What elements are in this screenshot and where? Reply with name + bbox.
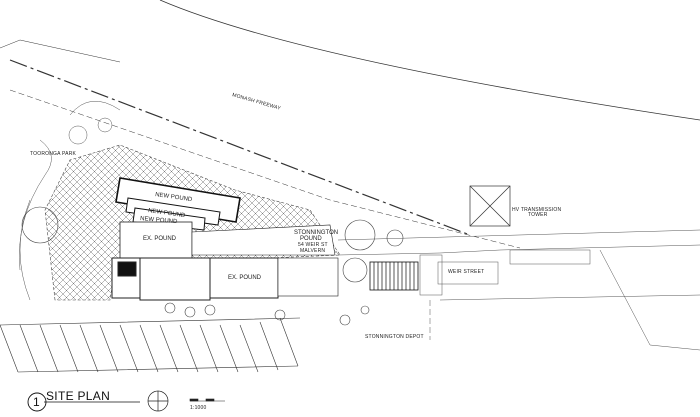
label-stonnington-4: MALVERN (300, 248, 325, 254)
label-new-pound-2: NEW POUND (148, 208, 186, 219)
north-arrow-icon (147, 390, 169, 412)
parking-stalls (0, 317, 301, 373)
label-transmission-2: TOWER (528, 212, 548, 218)
label-stonnington-2: POUND (300, 236, 322, 242)
trees (21, 206, 404, 326)
road-lines (337, 229, 700, 351)
scale-bar (189, 398, 225, 402)
label-stonnington-1: STONNINGTON (294, 230, 338, 236)
title-number: 1 (33, 395, 40, 409)
label-park: TOORONGA PARK (30, 151, 77, 157)
label-new-pound-3: NEW POUND (140, 216, 178, 225)
label-transmission-1: HV TRANSMISSION (512, 207, 561, 213)
transmission-tower (469, 185, 511, 227)
title-block: 1 SITE PLAN 1:1000 (27, 389, 207, 412)
label-freeway: MONASH FREEWAY (231, 92, 281, 112)
existing-pound-buildings (111, 221, 339, 301)
label-ex-pound-2: EX. POUND (228, 275, 262, 281)
label-stonnington-3: 54 WEIR ST (298, 242, 328, 248)
label-ex-pound-1: EX. POUND (143, 236, 177, 242)
new-pound-buildings (115, 177, 241, 231)
label-new-pound-1: NEW POUND (155, 192, 193, 203)
park-curves (19, 101, 121, 301)
label-depot: STONNINGTON DEPOT (365, 334, 424, 340)
freeway-lines (0, 0, 700, 249)
label-weir-street: WEIR STREET (448, 269, 484, 275)
title-text: SITE PLAN (46, 389, 110, 403)
scale-text: 1:1000 (190, 405, 207, 411)
stair-block (369, 261, 419, 291)
